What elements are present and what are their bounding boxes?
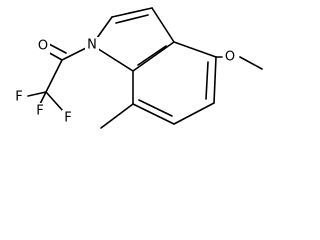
methoxy-oxygen-label: O xyxy=(225,50,235,65)
bond-c6-c7-inner xyxy=(138,99,173,117)
bond-cf3-f-top xyxy=(39,91,47,105)
structure-canvas: N O O F F F xyxy=(0,0,266,133)
bond-c6-c7 xyxy=(132,103,175,125)
bond-c4-c5-inner xyxy=(205,61,209,100)
bond-c3-c3a xyxy=(151,7,175,43)
bond-carbonyl-cf3 xyxy=(45,59,63,93)
bond-c3a-c4 xyxy=(173,41,217,58)
bond-c4-c5 xyxy=(213,56,217,104)
bond-c2-c3 xyxy=(111,7,153,18)
bond-o-methyl xyxy=(239,56,263,70)
bond-c3a-c7a-inner xyxy=(137,45,167,66)
bond-c3a-c7a xyxy=(132,41,175,72)
fluorine-left-label: F xyxy=(15,90,22,105)
carbonyl-oxygen-label: O xyxy=(38,39,48,54)
fluorine-top-label: F xyxy=(36,104,43,119)
nitrogen-atom-label: N xyxy=(87,38,97,53)
bond-c2-c3-inner xyxy=(115,14,149,24)
bond-cf3-f-left xyxy=(27,91,47,97)
bond-carbonyl-o-second xyxy=(48,43,67,54)
fluorine-bottom-label: F xyxy=(64,111,71,126)
molecule-drawing: N O O F F F xyxy=(13,7,263,129)
bond-c7-methyl xyxy=(100,103,134,129)
bond-c5-c6 xyxy=(173,102,215,125)
bond-cf3-f-bottom xyxy=(45,91,64,112)
